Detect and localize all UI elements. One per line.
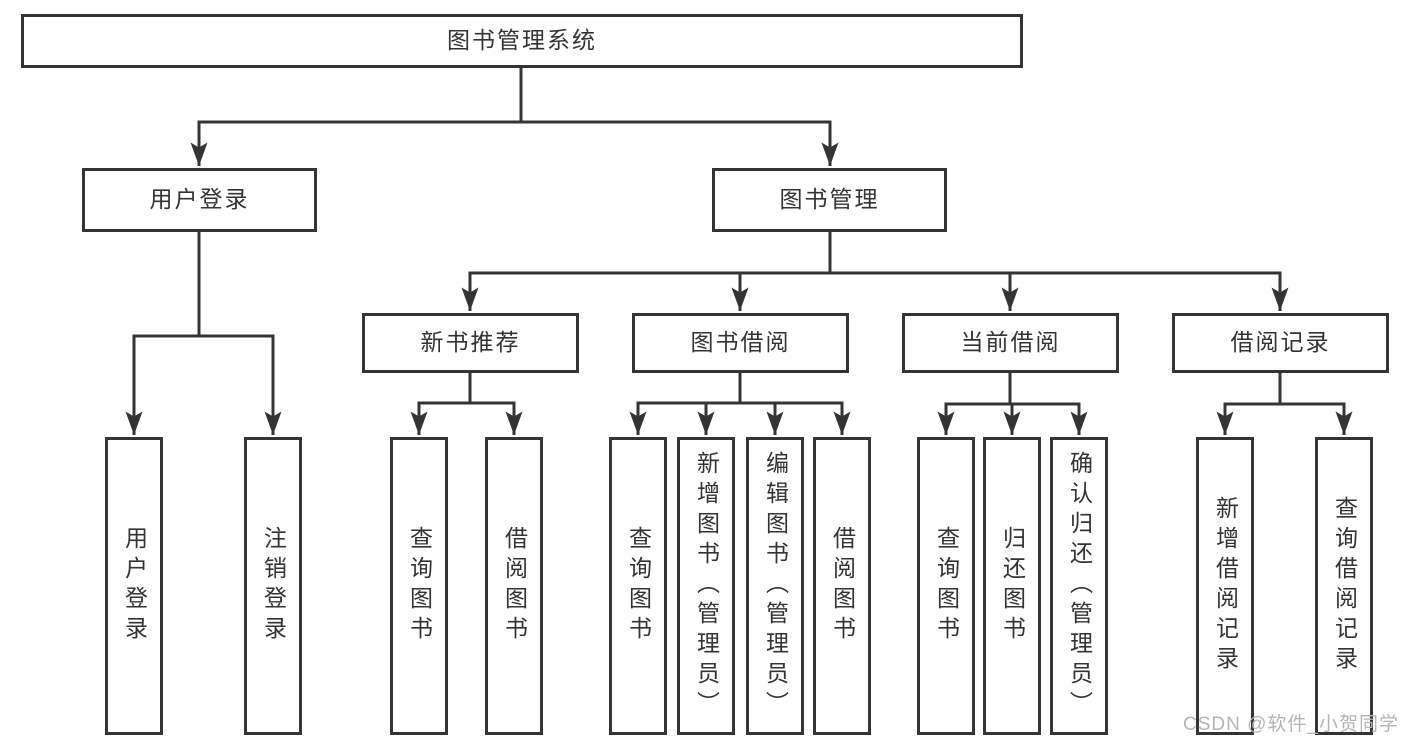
- node-leaf-query-books-2: 查询图书: [609, 437, 667, 735]
- node-leaf-logout: 注销登录: [244, 437, 302, 735]
- node-leaf-query-books-3: 查询图书: [917, 437, 975, 735]
- node-leaf-edit-book-admin: 编辑图书（管理员）: [746, 437, 804, 735]
- node-book-borrowing: 图书借阅: [632, 313, 849, 373]
- node-leaf-add-borrow-record: 新增借阅记录: [1196, 437, 1254, 735]
- node-leaf-user-login: 用户登录: [105, 437, 163, 735]
- node-leaf-confirm-return-admin: 确认归还（管理员）: [1050, 437, 1108, 735]
- node-leaf-borrow-books-2: 借阅图书: [813, 437, 871, 735]
- watermark-text: CSDN @软件_小贺同学: [1183, 714, 1399, 735]
- node-book-management: 图书管理: [712, 168, 947, 232]
- node-current-borrowing: 当前借阅: [902, 313, 1119, 373]
- node-leaf-borrow-books-1: 借阅图书: [485, 437, 543, 735]
- node-leaf-return-book: 归还图书: [983, 437, 1041, 735]
- node-borrowing-records: 借阅记录: [1172, 313, 1389, 373]
- node-leaf-query-books-1: 查询图书: [390, 437, 448, 735]
- node-library-management-system: 图书管理系统: [21, 14, 1023, 68]
- node-user-login: 用户登录: [82, 168, 317, 232]
- node-new-book-recommendation: 新书推荐: [362, 313, 579, 373]
- node-leaf-query-borrow-record: 查询借阅记录: [1315, 437, 1373, 735]
- node-leaf-add-book-admin: 新增图书（管理员）: [677, 437, 735, 735]
